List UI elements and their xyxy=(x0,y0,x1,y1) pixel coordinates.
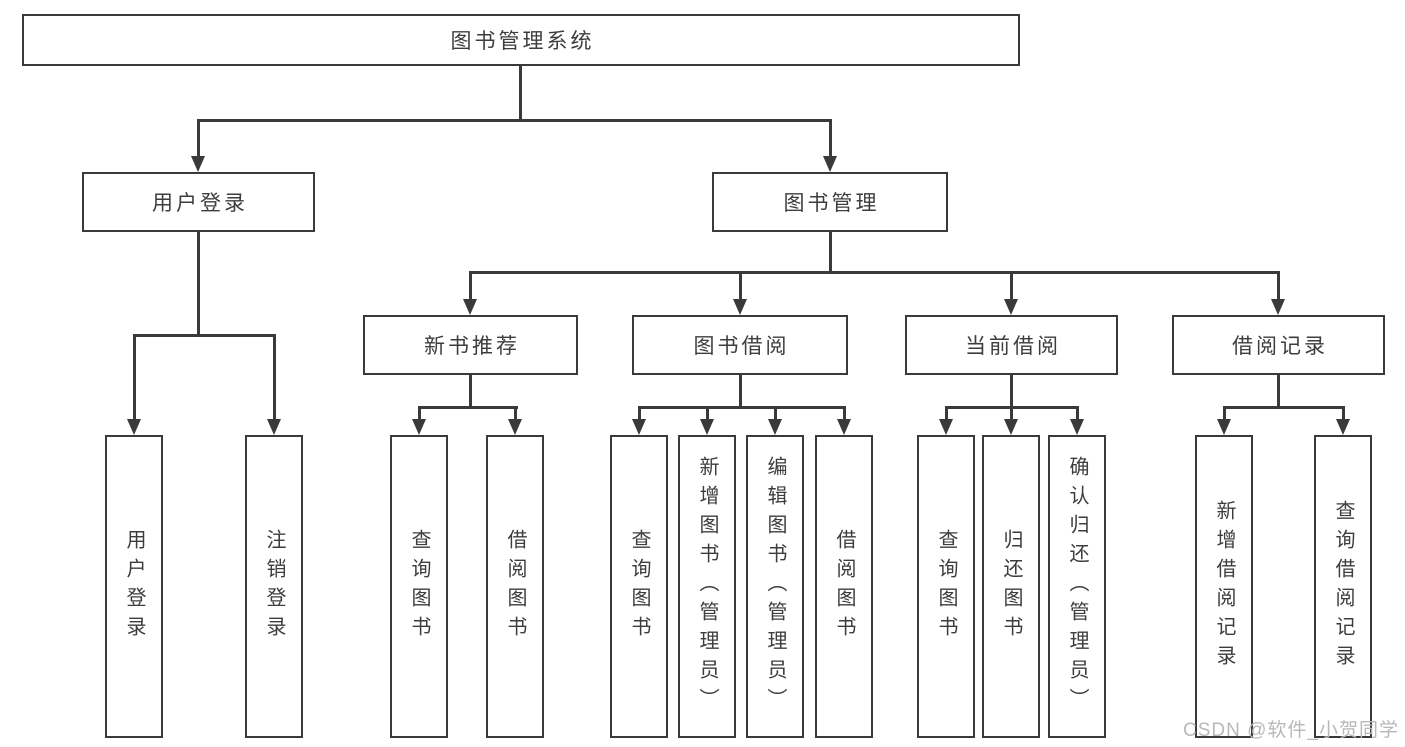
node-label: 用户登录 xyxy=(152,192,248,215)
connector-line xyxy=(638,406,641,422)
node-label: 当前借阅 xyxy=(965,335,1061,358)
node-new-book-recommend: 新书推荐 xyxy=(363,315,578,375)
node-label: 图书借阅 xyxy=(693,335,790,358)
leaf-label: 查询图书 xyxy=(408,528,430,645)
connector-stem xyxy=(469,375,472,409)
arrow-down-icon xyxy=(191,156,205,172)
node-label: 图书管理 xyxy=(783,192,880,215)
node-borrow-records: 借阅记录 xyxy=(1172,315,1385,375)
csdn-watermark: CSDN @软件_小贺同学 xyxy=(1183,720,1399,741)
leaf-query-books-borrow: 查询图书 xyxy=(610,435,668,738)
arrow-down-icon xyxy=(733,299,747,315)
arrow-down-icon xyxy=(1271,299,1285,315)
connector-line xyxy=(1076,406,1079,422)
connector-root-stem xyxy=(519,66,522,122)
connector-stem xyxy=(197,232,200,337)
connector-stem xyxy=(829,232,832,274)
connector-line xyxy=(945,406,948,422)
leaf-label: 编辑图书（管理员） xyxy=(764,456,786,717)
arrow-down-icon xyxy=(1004,419,1018,435)
leaf-add-book-admin: 新增图书（管理员） xyxy=(678,435,736,738)
leaf-confirm-return-admin: 确认归还（管理员） xyxy=(1048,435,1106,738)
connector-stem xyxy=(739,375,742,409)
connector-line xyxy=(1342,406,1345,422)
arrow-down-icon xyxy=(267,419,281,435)
leaf-query-books-current: 查询图书 xyxy=(917,435,975,738)
connector-line xyxy=(1223,406,1226,422)
connector-line xyxy=(829,119,832,160)
connector-line xyxy=(1277,271,1280,302)
leaf-label: 查询借阅记录 xyxy=(1332,499,1354,674)
leaf-label: 新增借阅记录 xyxy=(1213,499,1235,674)
connector-line xyxy=(774,406,777,422)
leaf-user-login: 用户登录 xyxy=(105,435,163,738)
connector-stem xyxy=(1277,375,1280,409)
leaf-label: 注销登录 xyxy=(263,528,285,645)
leaf-label: 用户登录 xyxy=(123,528,145,645)
arrow-down-icon xyxy=(632,419,646,435)
arrow-down-icon xyxy=(823,156,837,172)
connector-line xyxy=(1010,271,1013,302)
connector-stem xyxy=(1010,375,1013,409)
leaf-edit-book-admin: 编辑图书（管理员） xyxy=(746,435,804,738)
node-book-borrow: 图书借阅 xyxy=(632,315,848,375)
node-current-borrow: 当前借阅 xyxy=(905,315,1118,375)
connector-line xyxy=(1010,406,1013,422)
connector-line xyxy=(706,406,709,422)
leaf-borrow-books-recommend: 借阅图书 xyxy=(486,435,544,738)
connector-bus xyxy=(1223,406,1345,409)
connector-line xyxy=(197,119,200,160)
node-label: 借阅记录 xyxy=(1232,335,1328,358)
leaf-add-borrow-record: 新增借阅记录 xyxy=(1195,435,1253,738)
connector-bus xyxy=(133,334,276,337)
arrow-down-icon xyxy=(700,419,714,435)
leaf-label: 归还图书 xyxy=(1000,528,1022,645)
arrow-down-icon xyxy=(412,419,426,435)
leaf-label: 新增图书（管理员） xyxy=(696,456,718,717)
arrow-down-icon xyxy=(837,419,851,435)
node-label: 图书管理系统 xyxy=(450,30,595,53)
node-book-management: 图书管理 xyxy=(712,172,948,232)
arrow-down-icon xyxy=(508,419,522,435)
leaf-label: 查询图书 xyxy=(628,528,650,645)
node-user-login: 用户登录 xyxy=(82,172,315,232)
connector-line xyxy=(418,406,421,422)
connector-line xyxy=(514,406,517,422)
leaf-borrow-books: 借阅图书 xyxy=(815,435,873,738)
leaf-query-borrow-record: 查询借阅记录 xyxy=(1314,435,1372,738)
leaf-query-books-recommend: 查询图书 xyxy=(390,435,448,738)
leaf-logout: 注销登录 xyxy=(245,435,303,738)
connector-bus xyxy=(469,271,1280,274)
leaf-label: 借阅图书 xyxy=(504,528,526,645)
leaf-label: 确认归还（管理员） xyxy=(1066,456,1088,717)
connector-line xyxy=(469,271,472,302)
arrow-down-icon xyxy=(1004,299,1018,315)
connector-root-bus xyxy=(197,119,832,122)
connector-line xyxy=(273,334,276,422)
connector-line xyxy=(133,334,136,422)
connector-line xyxy=(739,271,742,302)
arrow-down-icon xyxy=(463,299,477,315)
leaf-return-book: 归还图书 xyxy=(982,435,1040,738)
node-label: 新书推荐 xyxy=(424,335,520,358)
leaf-label: 借阅图书 xyxy=(833,528,855,645)
arrow-down-icon xyxy=(1336,419,1350,435)
arrow-down-icon xyxy=(768,419,782,435)
arrow-down-icon xyxy=(939,419,953,435)
arrow-down-icon xyxy=(1070,419,1084,435)
leaf-label: 查询图书 xyxy=(935,528,957,645)
connector-bus xyxy=(418,406,518,409)
arrow-down-icon xyxy=(127,419,141,435)
arrow-down-icon xyxy=(1217,419,1231,435)
node-library-management-system: 图书管理系统 xyxy=(22,14,1020,66)
connector-bus xyxy=(638,406,846,409)
connector-line xyxy=(843,406,846,422)
